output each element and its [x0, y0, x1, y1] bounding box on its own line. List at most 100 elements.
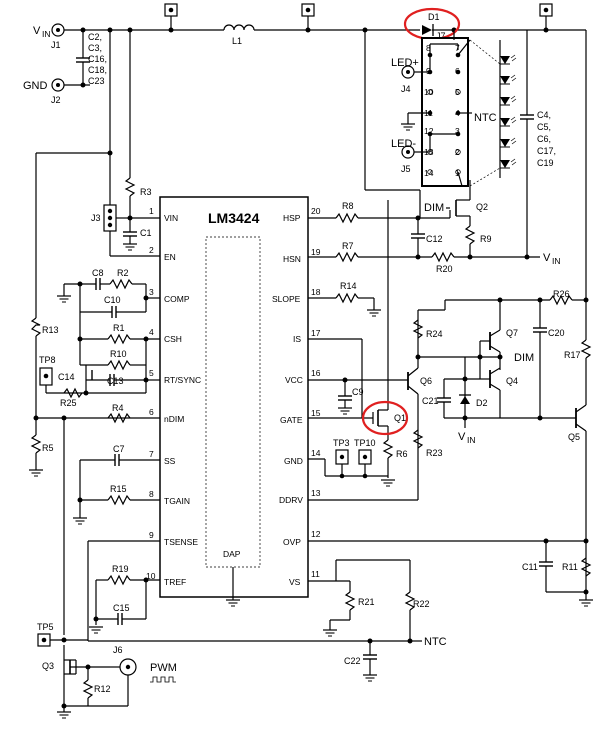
hsp-network [308, 212, 450, 257]
pin-num: 19 [311, 247, 321, 257]
pin-name: RT/SYNC [164, 375, 201, 385]
tsense-tref-network [87, 540, 410, 642]
cap-label: C4, [537, 110, 551, 120]
vin-connector [51, 23, 65, 37]
pin-num: 18 [311, 287, 321, 297]
vin-sub: IN [42, 29, 51, 39]
hdr-pin: 4 [455, 108, 460, 118]
tp3-label: TP3 [333, 438, 350, 448]
pin-num: 5 [149, 368, 154, 378]
j6-label: J6 [113, 645, 123, 655]
hdr-pin: 12 [424, 126, 434, 136]
pin-num: 3 [149, 287, 154, 297]
pin-name: EN [164, 252, 176, 262]
cap-label: C5, [537, 122, 551, 132]
q7-label: Q7 [506, 328, 518, 338]
pin-name: GND [284, 456, 303, 466]
pin-name: nDIM [164, 414, 184, 424]
led-string [469, 39, 517, 187]
ss-network [72, 454, 160, 525]
top-testpoints [164, 3, 553, 17]
led-header [421, 30, 472, 187]
tp8-label: TP8 [39, 355, 56, 365]
cap-label: C3, [88, 43, 102, 53]
header-gnd [400, 112, 430, 131]
vs-network [308, 559, 422, 682]
d2-label: D2 [476, 398, 488, 408]
j4-label: J4 [401, 84, 411, 94]
c20-label: C20 [548, 328, 565, 338]
q6-transistor [407, 309, 500, 430]
hdr-pin: 5 [455, 87, 460, 97]
c10-label: C10 [104, 295, 121, 305]
pin-num: 6 [149, 407, 154, 417]
q5-label: Q5 [568, 432, 580, 442]
r21-label: R21 [358, 597, 375, 607]
pin-name: VIN [164, 213, 178, 223]
q7-q4-network [437, 294, 589, 428]
vin-rail [64, 16, 586, 33]
q2-label: Q2 [476, 202, 488, 212]
r8-label: R8 [342, 201, 354, 211]
dim-q2-label: DIM [424, 202, 444, 214]
pin-num: 11 [311, 569, 320, 579]
ntc-header-label: NTC [474, 112, 497, 124]
q6-label: Q6 [420, 376, 432, 386]
input-cap-labels: C2, C3, C16, C18, C23 [88, 32, 107, 86]
d1-label: D1 [428, 12, 440, 22]
pin-num: 2 [149, 245, 154, 255]
vin-label: V [33, 25, 41, 37]
tp5-dot [41, 637, 47, 643]
gnd-pin-network [308, 458, 388, 479]
ddrv-network [308, 429, 424, 501]
r3-label: R3 [140, 187, 152, 197]
r20-label: R20 [436, 264, 453, 274]
c15-label: C15 [113, 603, 130, 613]
gnd-connector [51, 78, 90, 92]
c12-label: C12 [426, 234, 443, 244]
j7-label: J7 [436, 31, 446, 41]
tp10-label: TP10 [354, 438, 376, 448]
pin-name: SLOPE [272, 294, 301, 304]
r17-label: R17 [564, 350, 581, 360]
output-cap-bank [520, 30, 534, 257]
vin-d2-sub: IN [467, 435, 476, 445]
q1-label: Q1 [394, 413, 406, 423]
q2-mosfet [446, 180, 476, 257]
pin-num: 10 [146, 571, 156, 581]
r13-label: R13 [42, 325, 59, 335]
pin-num: 4 [149, 327, 154, 337]
vcc-network [308, 377, 408, 415]
chip-right-pins: 20 HSP 19 HSN 18 SLOPE 17 IS 16 VCC 15 G… [272, 206, 321, 587]
led-plus-label: LED+ [391, 57, 419, 69]
r5-label: R5 [42, 443, 54, 453]
cap-label: C16, [88, 54, 107, 64]
hdr-pin: 6 [455, 66, 460, 76]
r12-label: R12 [94, 684, 111, 694]
tp10-dot [362, 454, 368, 460]
pin-name: VS [289, 577, 301, 587]
hdr-pin: 9 [426, 66, 431, 76]
pin-num: 12 [311, 529, 321, 539]
j3-jumper [103, 204, 160, 257]
tp8-dot [43, 373, 49, 379]
ndim-network [107, 412, 131, 424]
dim-q7-label: DIM [514, 352, 534, 364]
hsn-network [308, 251, 540, 263]
dap-label: DAP [223, 549, 241, 559]
cap-label: C19 [537, 158, 554, 168]
pin-name: OVP [283, 537, 301, 547]
pin-num: 15 [311, 408, 321, 418]
hdr-pin: 14 [424, 168, 434, 178]
c13-label: C13 [107, 376, 124, 386]
r19-label: R19 [112, 564, 129, 574]
cap-label: C6, [537, 134, 551, 144]
hdr-pin: 2 [455, 147, 460, 157]
pin-name: SS [164, 456, 176, 466]
tp3-dot [339, 454, 345, 460]
r11-label: R11 [562, 562, 578, 572]
r6-label: R6 [396, 449, 408, 459]
r15-label: R15 [110, 484, 127, 494]
led-plus-connector [401, 65, 430, 79]
